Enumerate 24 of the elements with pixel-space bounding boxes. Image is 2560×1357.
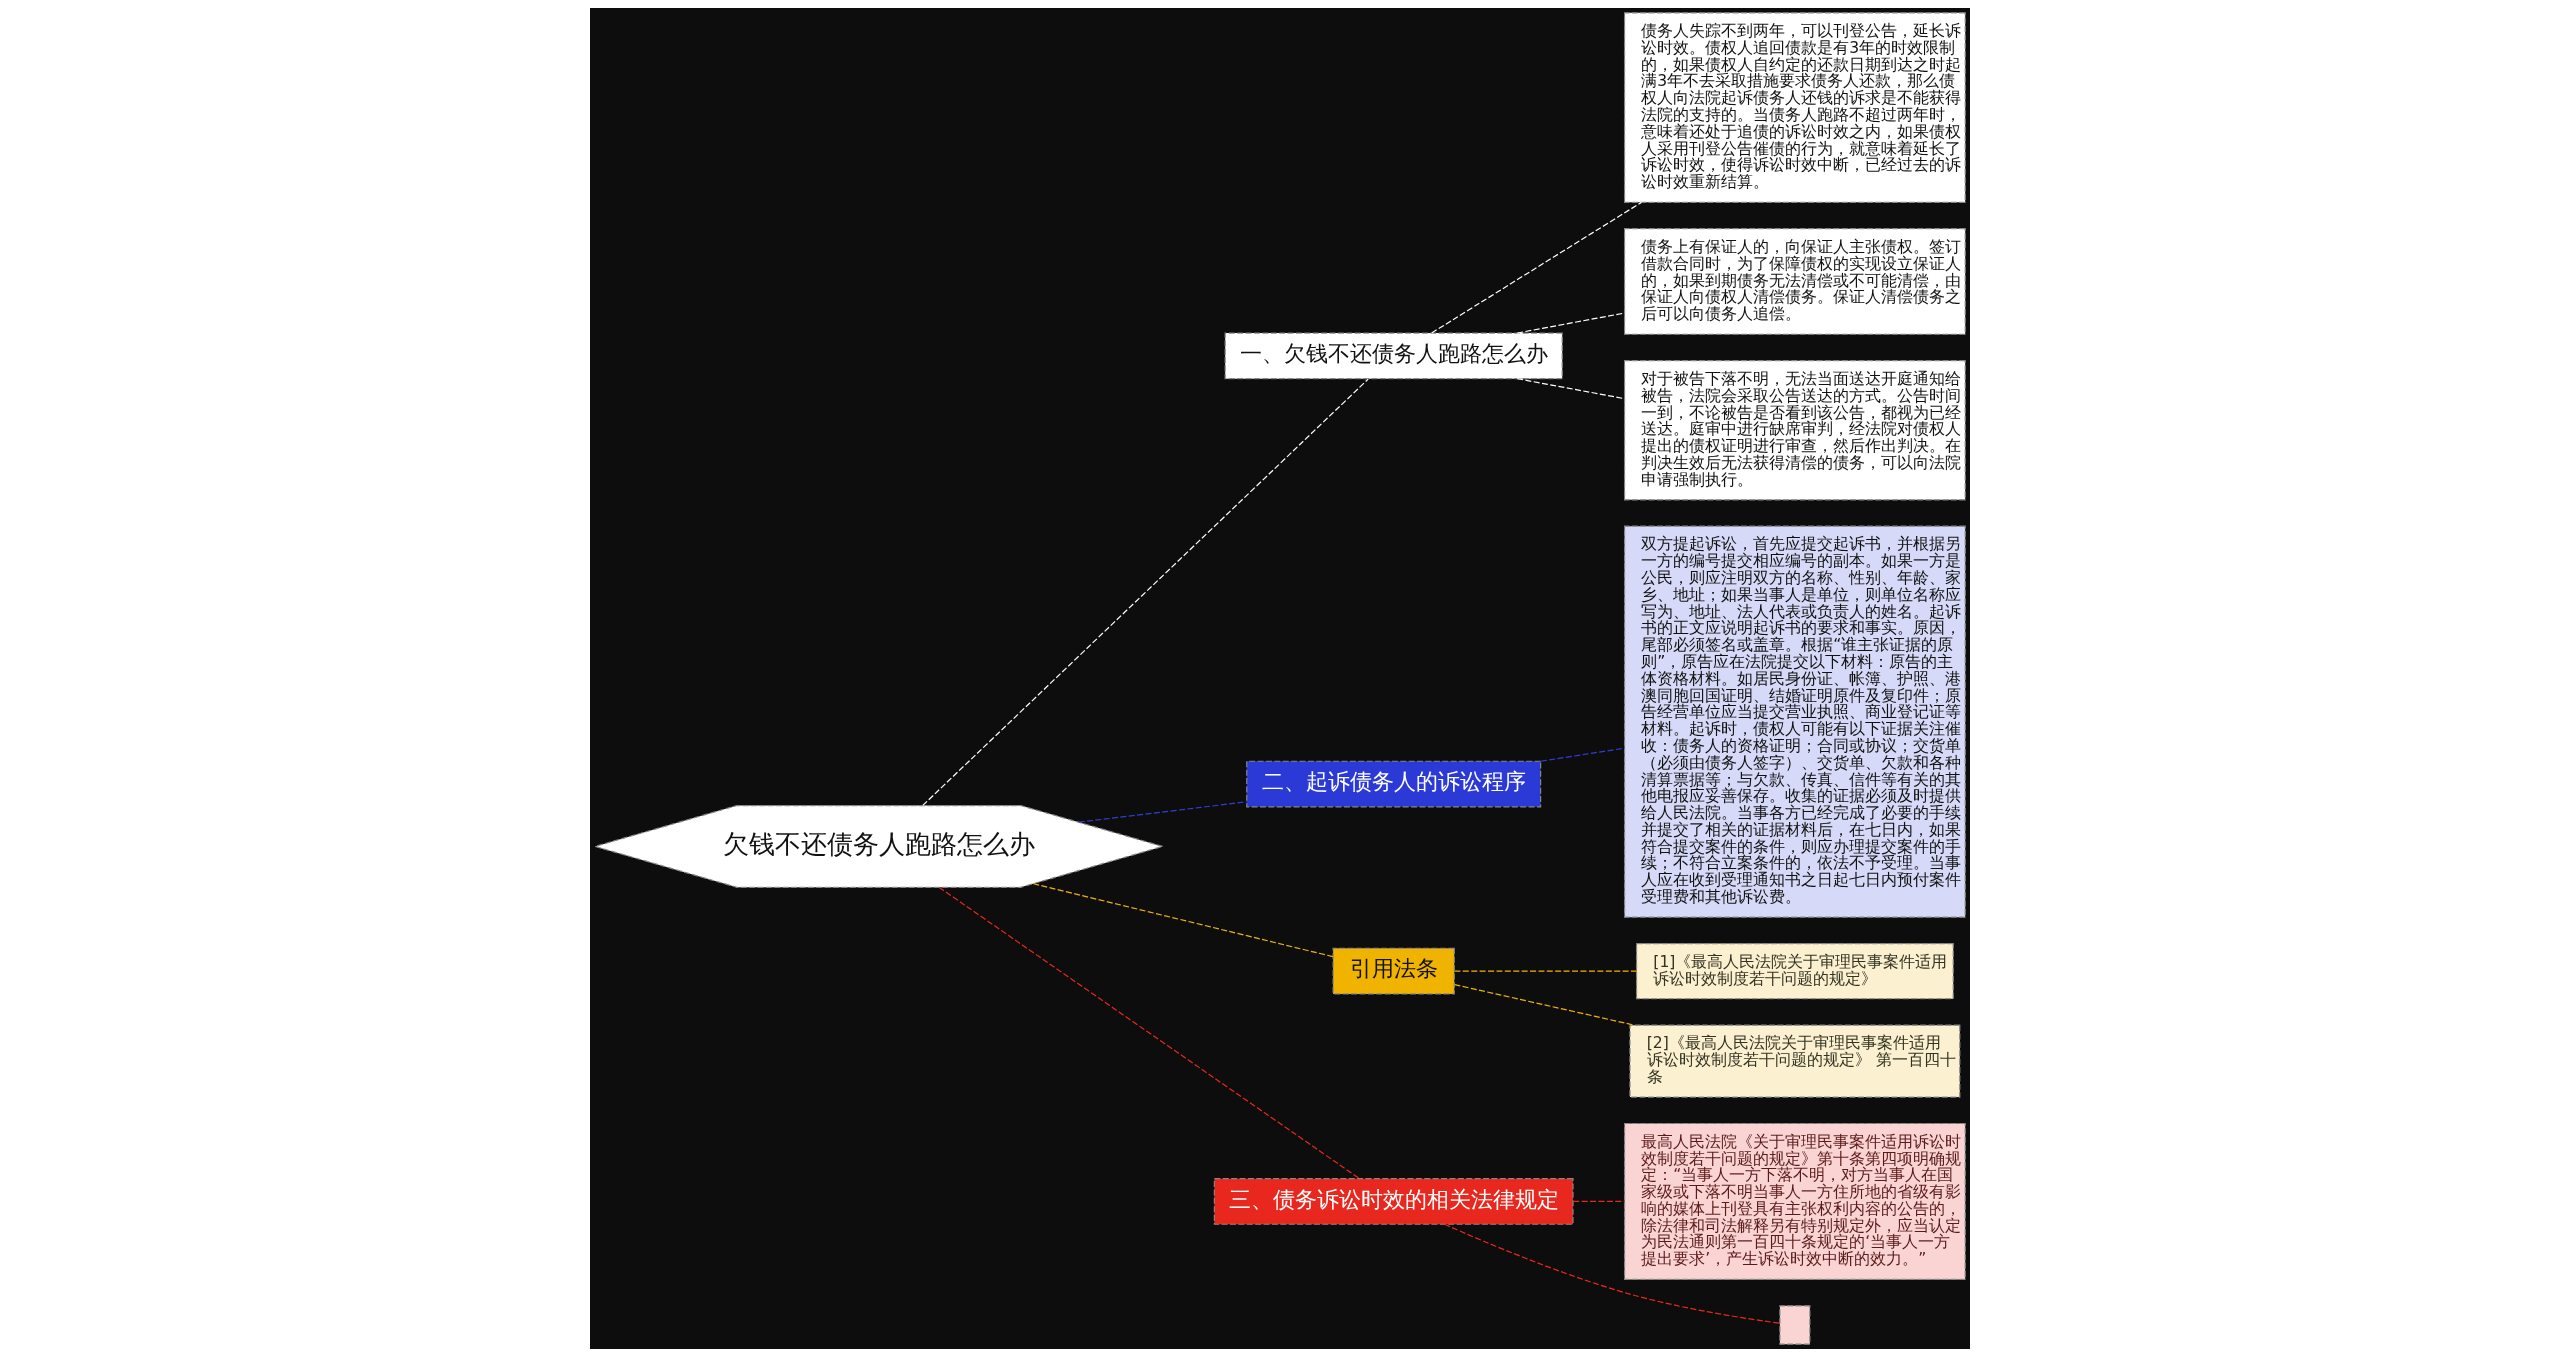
node-box: [1]《最高人民法院关于审理民事案件适用诉讼时效制度若干问题的规定》 [1635,942,1954,1000]
node-box: [2]《最高人民法院关于审理民事案件适用诉讼时效制度若干问题的规定》 第一百四十条 [1629,1024,1961,1098]
node-box: 双方提起诉讼，首先应提交起诉书，并根据另一方的编号提交相应编号的副本。如果一方是公民，则应注明双方的名称、性别、年龄、家乡、地址；如果当事人是单位，则单位名称应写为、地址、法人代表或负责人的姓名。起诉书的正文应说明起诉书的要求和事实。原因，尾部必须签名或盖章。根据“谁主张证据的原则”，原告应在法院提交以下材料：原告的主体资格材料。如居民身份证、帐簿、护照、港澳同胞回国证明、结婚证明原件及复印件；原告经营单位应当提交营业执照、商业登记证等材料。起诉时，债权人可能有以下证据关注催收：债务人的资格证明；合同或协议；交货单（必须由债务人签字）、交货单、欠款和各种清算票据等；与欠款、传真、信件等有关的其他电报应妥善保存。收集的证据必须及时提供给人民法院。当事各方已经完成了必要的手续并提交了相关的证据材料后，在七日内，如果符合提交案件的条件，则应办理提交案件的手续；不符合立案条件的，依法不予受理。当事人应在收到受理通知书之日起七日内预付案件受理费和其他诉讼费。 [1623,525,1966,918]
connector [1454,970,1638,972]
node-box: 一、欠钱不还债务人跑路怎么办 [1224,332,1563,380]
connector [1516,378,1625,400]
connector [1443,1223,1781,1324]
node-box: 引用法条 [1332,947,1455,995]
node-box [1779,1305,1811,1345]
connector [938,886,1361,1180]
node-box: 对于被告下落不明，无法当面送达开庭通知给被告，法院会采取公告送达的方式。公告时间一到，不论被告是否看到该公告，都视为已经送达。庭审中进行缺席审判，经法院对债权人提出的债权证明进行审查，然后作出判决。在判决生效后无法获得清偿的债务，可以向法院申请强制执行。 [1623,360,1966,501]
node-box: 三、债务诉讼时效的相关法律规定 [1213,1178,1574,1225]
connector [922,378,1369,807]
node-box: 债务上有保证人的，向保证人主张债权。签订借款合同时，为了保障债权的实现设立保证人的，如果到期债务无法清偿或不可能清偿，由保证人向债权人清偿债务。保证人清偿债务之后可以向债务人追偿。 [1623,228,1966,335]
connector [1572,1200,1626,1203]
connector [1431,201,1642,334]
node-box: 二、起诉债务人的诉讼程序 [1246,760,1542,808]
connector [1078,801,1248,823]
node-box: 最高人民法院《关于审理民事案件适用诉讼时效制度若干问题的规定》第十条第四项明确规定：“当事人一方下落不明，对方当事人在国家级或下落不明当事人一方住所地的省级有影响的媒体上刊登具有主张权利内容的公告的，除法律和司法解释另有特别规定外，应当认定为民法通则第一百四十条规定的‘当事人一方提出要求’，产生诉讼时效中断的效力。” [1623,1122,1966,1280]
connector [1454,984,1635,1026]
connector [1516,312,1625,334]
connector [1540,747,1626,762]
node-box: 债务人失踪不到两年，可以刊登公告，延长诉讼时效。债权人追回债款是有3年的时效限制的，如果债权人自约定的还款日期到达之时起满3年不去采取措施要求债务人还款，那么债权人向法院起诉债务人还钱的诉求是不能获得法院的支持的。当债务人跑路不超过两年时，意味着还处于追债的诉讼时效之内，如果债权人采用刊登公告催债的行为，就意味着延长了诉讼时效，使得诉讼时效中断，已经过去的诉讼时效重新结算。 [1623,12,1966,203]
connector [1032,883,1334,958]
